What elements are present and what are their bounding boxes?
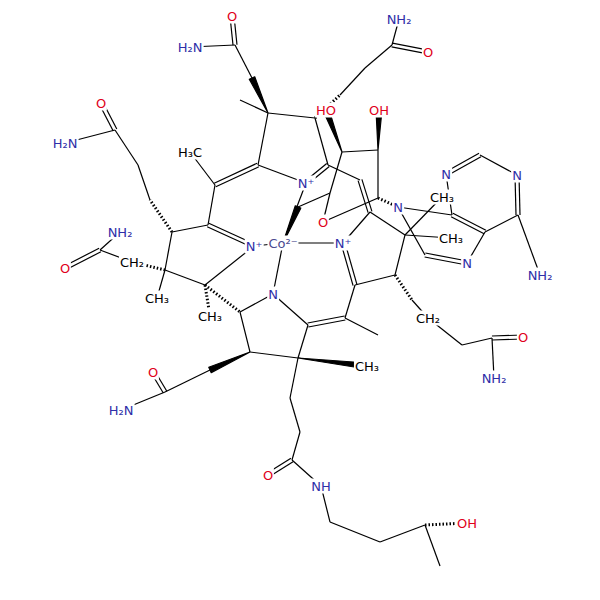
- atom-label: O: [95, 96, 107, 111]
- atom-label: OH: [456, 516, 478, 531]
- bond-line: [138, 165, 150, 200]
- atom-label: H₂N: [177, 40, 204, 55]
- bond-line: [365, 45, 392, 68]
- atom-label: O: [226, 9, 238, 24]
- atom-label: NH₂: [527, 268, 554, 283]
- atom-label: N⁺: [245, 239, 264, 254]
- atom-label: N: [461, 256, 473, 271]
- bond-line: [283, 183, 306, 243]
- atom-label: O: [262, 468, 274, 483]
- bond-line: [345, 285, 355, 318]
- bond-line: [345, 318, 378, 335]
- bond-line: [165, 232, 172, 270]
- bond-line: [290, 398, 300, 432]
- bond-line: [462, 338, 492, 345]
- atom-label: O: [422, 45, 434, 60]
- bond-line: [340, 68, 365, 95]
- bond-line: [290, 358, 298, 398]
- bond-line: [268, 113, 315, 118]
- bond-line: [235, 45, 252, 78]
- bond-line: [240, 312, 250, 352]
- bond-line: [425, 525, 440, 566]
- atom-label: O: [317, 215, 329, 230]
- atom-label: OH: [368, 103, 390, 118]
- bond-line: [380, 525, 425, 542]
- atom-label: NH₂: [386, 12, 413, 27]
- atom-label: N: [267, 287, 279, 302]
- bond-line: [377, 150, 378, 198]
- bond-line: [298, 325, 308, 358]
- bond-line: [315, 118, 328, 165]
- atom-label: N: [440, 167, 452, 182]
- atom-label: NH: [310, 479, 332, 494]
- bond-line: [358, 181, 368, 213]
- atom-label: CH₃: [438, 231, 464, 246]
- bond-line: [355, 275, 395, 285]
- bond-line: [115, 130, 138, 165]
- atom-label: O: [147, 365, 159, 380]
- bond-line: [323, 198, 378, 222]
- atom-label: CH₂: [415, 311, 441, 326]
- atom-label: CH₃: [144, 291, 170, 306]
- bond-line: [398, 207, 452, 215]
- bond-line: [315, 95, 340, 118]
- atom-label: N: [511, 168, 523, 183]
- atom-label: O: [59, 261, 71, 276]
- atom-label: CH₃: [429, 190, 455, 205]
- atom-label: CH₂: [119, 255, 145, 270]
- bond-line: [453, 213, 486, 230]
- atom-label: NH₂: [107, 225, 134, 240]
- bond-line: [342, 150, 378, 152]
- bond-line: [298, 193, 330, 207]
- atom-label: N: [392, 200, 404, 215]
- atom-label: CH₃: [197, 309, 223, 324]
- bond-line: [150, 200, 172, 232]
- bond-line: [485, 215, 518, 232]
- bond-line: [362, 179, 372, 211]
- bond-line: [216, 167, 259, 187]
- bond-line: [250, 352, 298, 358]
- bond-line: [258, 113, 268, 165]
- bond-line: [518, 215, 540, 275]
- atom-label: N⁺: [297, 176, 316, 191]
- bond-line: [328, 165, 360, 180]
- atom-label: NH₂: [481, 371, 508, 386]
- bond-line: [330, 522, 380, 542]
- bond-line: [165, 370, 210, 392]
- bond-line: [172, 225, 208, 232]
- bond-line: [209, 352, 250, 373]
- atom-label: H₂N: [52, 136, 79, 151]
- bond-line: [447, 157, 481, 176]
- bond-line: [66, 252, 101, 270]
- bond-line: [395, 275, 412, 300]
- bond-line: [214, 163, 257, 183]
- atom-label: H₃C: [177, 145, 203, 160]
- bond-line: [292, 432, 300, 460]
- atom-label: HO: [315, 103, 337, 118]
- bond-line: [395, 235, 405, 275]
- atom-label: Co²⁻: [267, 236, 298, 251]
- bond-line: [330, 152, 342, 193]
- bond-line: [308, 316, 345, 323]
- bond-line: [370, 212, 405, 235]
- bond-line: [308, 320, 345, 327]
- bond-line: [249, 77, 268, 113]
- atom-label: H₂N: [108, 403, 135, 418]
- atom-label: N⁺: [334, 236, 353, 251]
- bond-line: [165, 270, 205, 285]
- bond-line: [208, 185, 215, 225]
- atom-label: CH₃: [354, 359, 380, 374]
- atom-label: O: [517, 330, 529, 345]
